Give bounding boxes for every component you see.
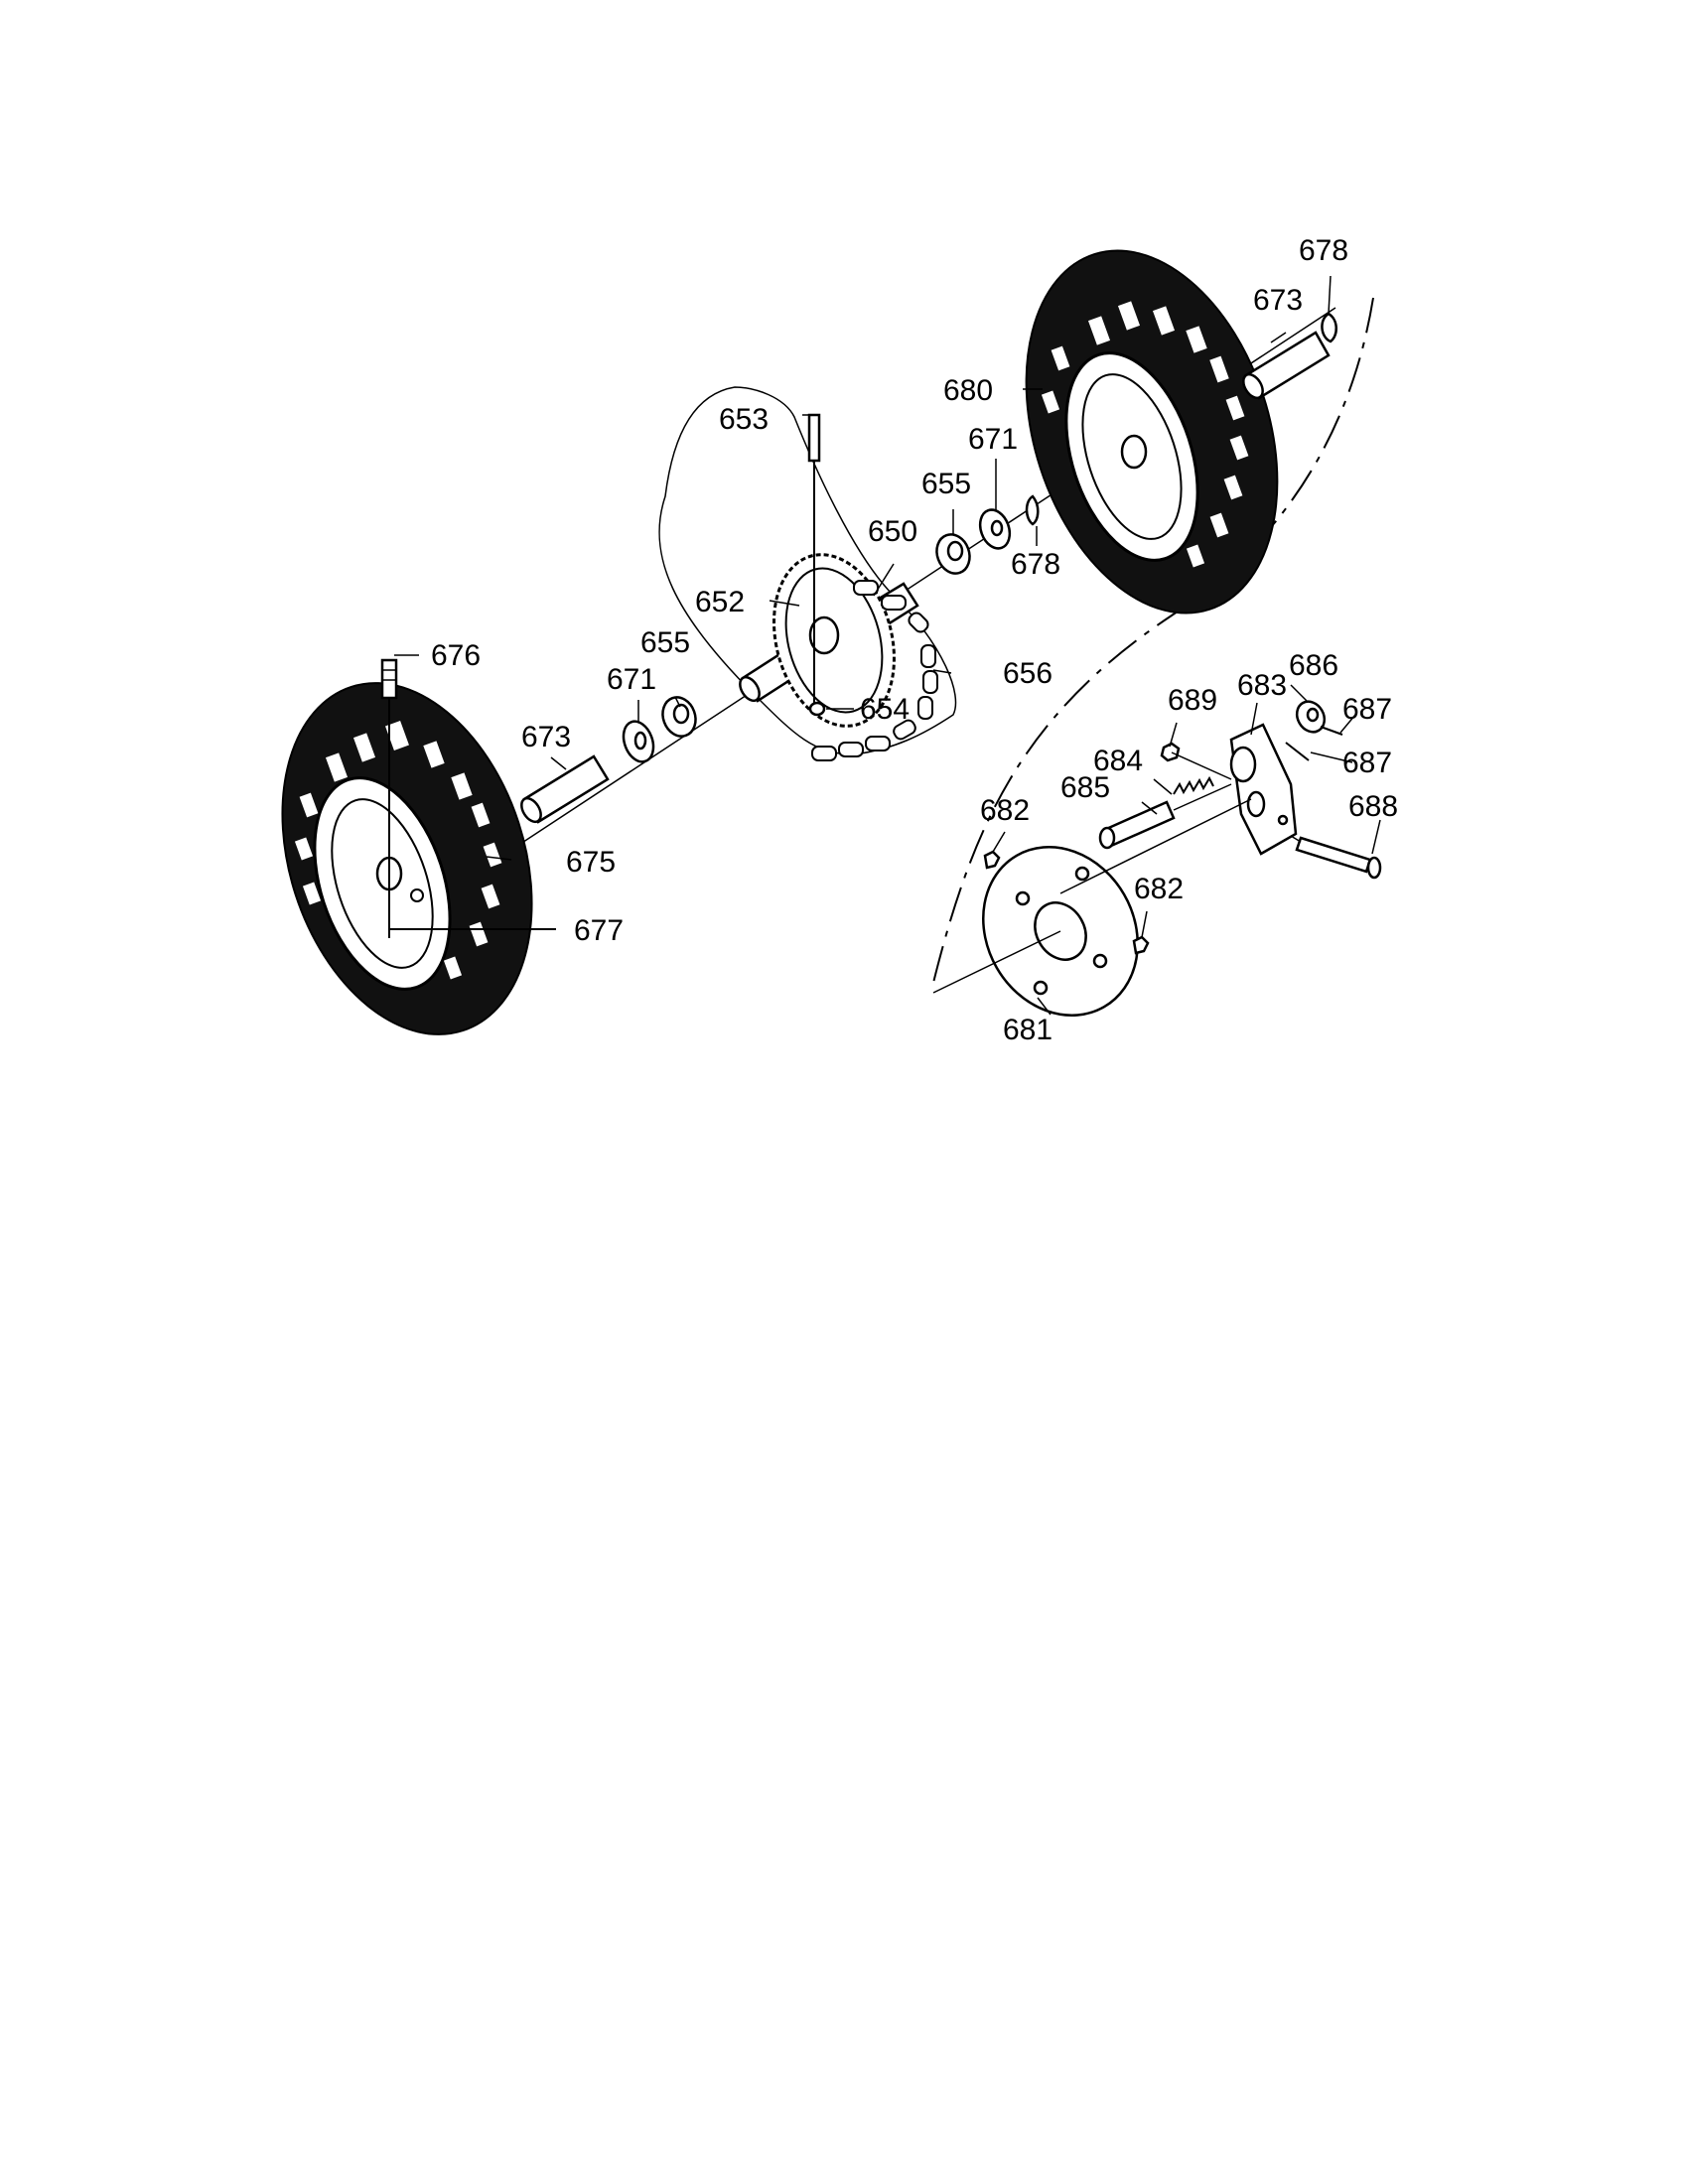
nut-655-right bbox=[935, 533, 971, 575]
callout-687-top: 687 bbox=[1342, 693, 1392, 726]
leader-lines bbox=[394, 275, 1381, 1016]
pin-676 bbox=[380, 658, 398, 938]
callout-673-left: 673 bbox=[521, 721, 571, 753]
callout-653: 653 bbox=[719, 403, 769, 436]
callout-671-right: 671 bbox=[968, 423, 1018, 456]
bracket-683 bbox=[1059, 723, 1298, 894]
callout-676: 676 bbox=[431, 639, 481, 672]
callout-687-bottom: 687 bbox=[1342, 747, 1392, 779]
sleeve-673-left bbox=[520, 754, 610, 824]
callout-labels: 676 653 652 654 655 671 673 675 677 650 … bbox=[431, 234, 1398, 1046]
callout-678-top: 678 bbox=[1299, 234, 1348, 267]
clip-678-mid bbox=[1025, 494, 1040, 526]
washer-671-right bbox=[978, 508, 1012, 550]
chain-656 bbox=[811, 580, 938, 761]
left-wheel bbox=[281, 682, 533, 1035]
callout-681: 681 bbox=[1003, 1014, 1052, 1046]
nut-655-left bbox=[661, 696, 697, 738]
callout-650: 650 bbox=[868, 515, 917, 548]
callout-671-left: 671 bbox=[607, 663, 656, 696]
callout-655-right: 655 bbox=[921, 468, 971, 500]
callout-683: 683 bbox=[1237, 669, 1287, 702]
screw-682-left bbox=[983, 850, 1001, 870]
callout-689: 689 bbox=[1168, 684, 1217, 717]
washer-671-left bbox=[622, 720, 655, 763]
callout-652: 652 bbox=[695, 586, 745, 618]
pin-685 bbox=[1098, 783, 1232, 850]
spring-684 bbox=[1173, 775, 1214, 795]
callout-675: 675 bbox=[566, 846, 616, 879]
callout-655-left: 655 bbox=[640, 626, 690, 659]
callout-678-mid: 678 bbox=[1011, 548, 1060, 581]
callout-684: 684 bbox=[1093, 745, 1143, 777]
callout-686: 686 bbox=[1289, 649, 1338, 682]
cotter-687-bottom bbox=[1285, 742, 1310, 761]
right-wheel bbox=[1025, 249, 1279, 614]
callout-680: 680 bbox=[943, 374, 993, 407]
assembly-boundary-dashed bbox=[932, 297, 1374, 984]
callout-677: 677 bbox=[574, 914, 624, 947]
nut-689 bbox=[1160, 742, 1232, 780]
callout-685: 685 bbox=[1060, 771, 1110, 804]
callout-656: 656 bbox=[1003, 657, 1052, 690]
clip-678-top bbox=[1321, 312, 1337, 343]
bolt-688 bbox=[1290, 835, 1382, 880]
screw-682-right bbox=[1132, 935, 1150, 955]
sleeve-673-right bbox=[1242, 331, 1331, 400]
sprocket-652 bbox=[772, 553, 896, 728]
callout-673-right: 673 bbox=[1253, 284, 1303, 317]
callout-688: 688 bbox=[1348, 790, 1398, 823]
bushing-686 bbox=[1295, 700, 1327, 734]
hub-plate-681 bbox=[932, 846, 1139, 1017]
callout-682-right: 682 bbox=[1134, 873, 1184, 905]
callout-682-left: 682 bbox=[980, 794, 1030, 827]
cotter-687-top bbox=[1320, 726, 1343, 736]
nut-654 bbox=[808, 701, 826, 717]
callout-654: 654 bbox=[860, 693, 910, 726]
